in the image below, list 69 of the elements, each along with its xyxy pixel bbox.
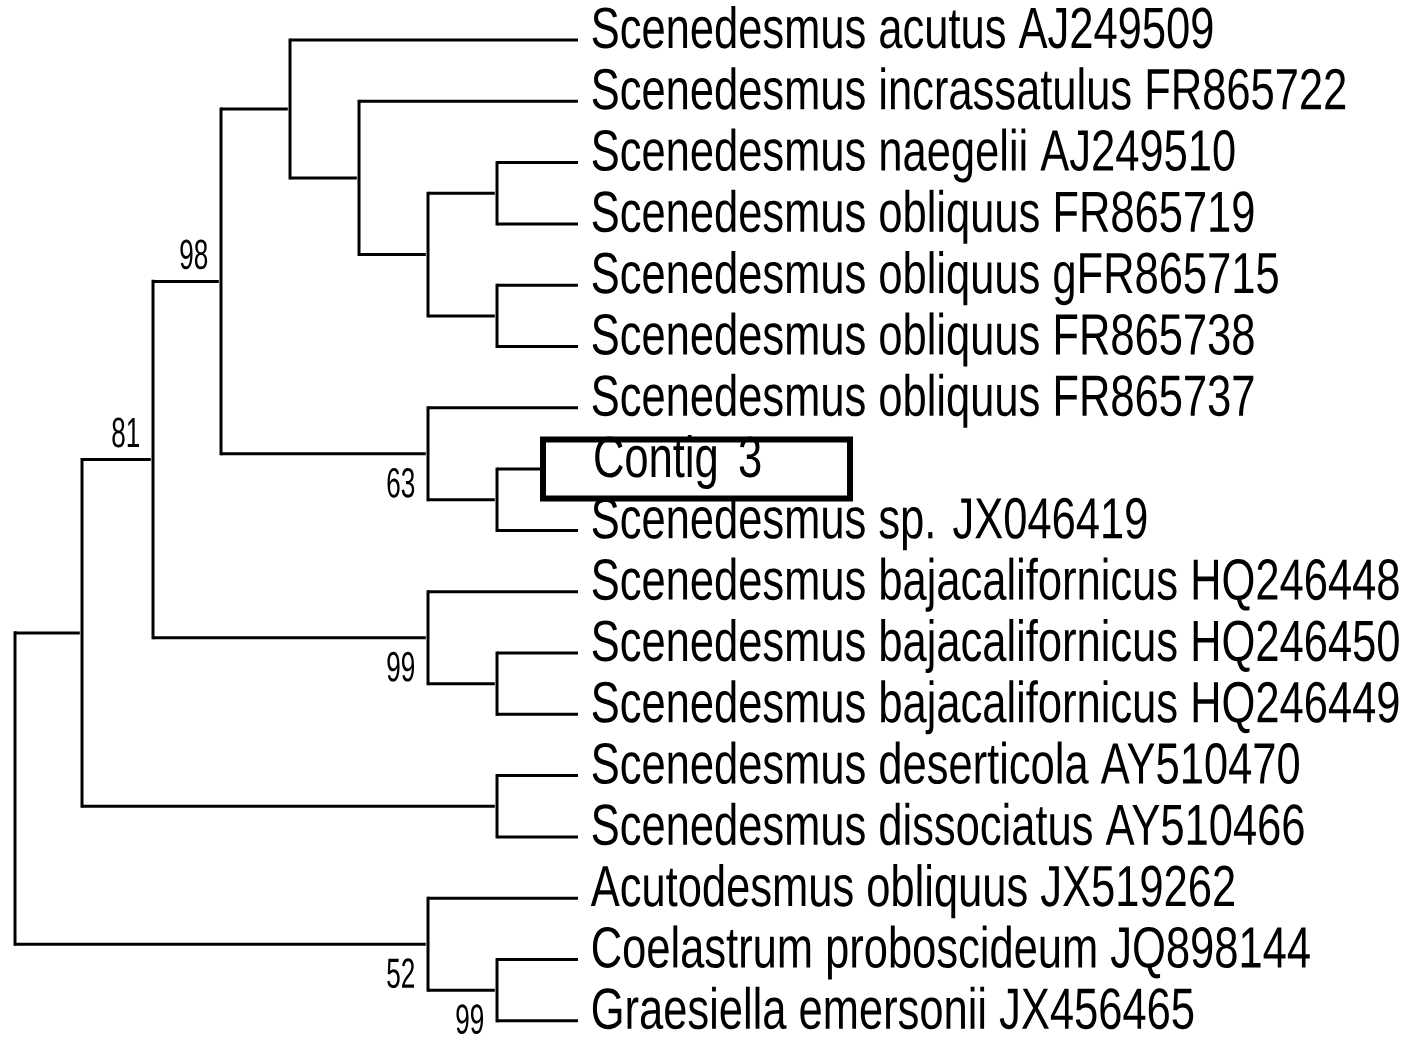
taxon-label: Acutodesmus obliquus JX519262: [590, 864, 1234, 919]
tree-branch: [497, 835, 578, 839]
bootstrap-value: 63: [387, 467, 415, 498]
taxon-label: Scenedesmus obliquus FR865719: [592, 189, 1254, 244]
tree-branch: [497, 283, 578, 287]
branch-junction: [426, 406, 430, 502]
tree-branch: [221, 107, 288, 111]
tree-branch: [497, 528, 578, 532]
taxon-label: Scenedesmus naegelii AJ249510: [592, 128, 1235, 183]
branch-junction: [151, 279, 155, 640]
branch-junction: [495, 774, 499, 839]
tree-branch: [497, 1019, 578, 1023]
taxon-label: Scenedesmus bajacalifornicus HQ246449: [592, 680, 1399, 735]
tree-branch: [497, 774, 578, 778]
tree-branch: [428, 406, 578, 410]
tree-branch: [82, 804, 495, 808]
bootstrap-value: 99: [456, 1004, 484, 1034]
branch-junction: [80, 458, 84, 808]
branch-junction: [495, 958, 499, 1023]
tree-branch: [153, 636, 426, 640]
branch-junction: [426, 590, 430, 686]
tree-branch: [15, 942, 426, 946]
taxon-label: Coelastrum proboscideum JQ898144: [592, 925, 1310, 980]
tree-branch: [428, 498, 495, 502]
tree-branch: [497, 161, 578, 165]
taxon-label: Scenedesmus dissociatus AY510466: [592, 802, 1304, 846]
branch-junction: [219, 107, 223, 456]
tree-branch: [290, 38, 578, 42]
tree-branch: [428, 191, 495, 195]
tree-branch: [497, 222, 578, 226]
taxon-label: Scenedesmus incrassatulus FR865722: [592, 67, 1346, 110]
tree-branch: [290, 176, 357, 180]
taxon-label: Scenedesmus bajacalifornicus HQ246450: [592, 618, 1399, 673]
branch-junction: [357, 99, 361, 256]
taxon-label: Scenedesmus acutus AJ249509: [592, 5, 1213, 49]
branch-junction: [495, 161, 499, 226]
bootstrap-value: 52: [387, 958, 414, 989]
taxon-label: Graesiella emersonii JX456465: [592, 986, 1194, 1030]
tree-branch: [153, 279, 219, 283]
taxon-label: Scenedesmus obliquus FR865738: [592, 312, 1254, 367]
taxon-label: Scenedesmus bajacalifornicus HQ246448: [592, 557, 1399, 612]
tree-branch: [497, 651, 578, 655]
bootstrap-value: 99: [387, 651, 415, 682]
branch-junction: [495, 283, 499, 349]
tree-branch: [15, 631, 80, 635]
tree-branch: [428, 988, 495, 992]
tree-branch: [82, 458, 151, 461]
tree-branch: [497, 467, 540, 471]
branch-junction: [495, 467, 499, 532]
tree-branch: [359, 99, 578, 103]
tree-branch: [497, 958, 578, 961]
branch-junction: [426, 896, 430, 992]
tree-branch: [497, 712, 578, 716]
tree-branch: [428, 682, 495, 686]
tree-branch: [428, 896, 578, 900]
taxon-label: Scenedesmus obliquus gFR865715: [592, 251, 1278, 306]
bootstrap-value: 98: [180, 239, 208, 270]
branch-junction: [13, 631, 17, 946]
bootstrap-value: 81: [112, 417, 139, 448]
taxon-label: Scenedesmus obliquus FR865737: [592, 373, 1254, 428]
tree-branch: [428, 590, 578, 594]
tree-branch: [497, 345, 578, 348]
tree-branch: [221, 452, 426, 456]
branch-junction: [495, 651, 499, 716]
branch-junction: [426, 191, 430, 318]
tree-branch: [428, 314, 495, 318]
branch-junction: [288, 38, 292, 180]
taxon-label: Scenedesmus deserticola AY510470: [592, 741, 1299, 785]
tree-branch: [359, 253, 426, 257]
